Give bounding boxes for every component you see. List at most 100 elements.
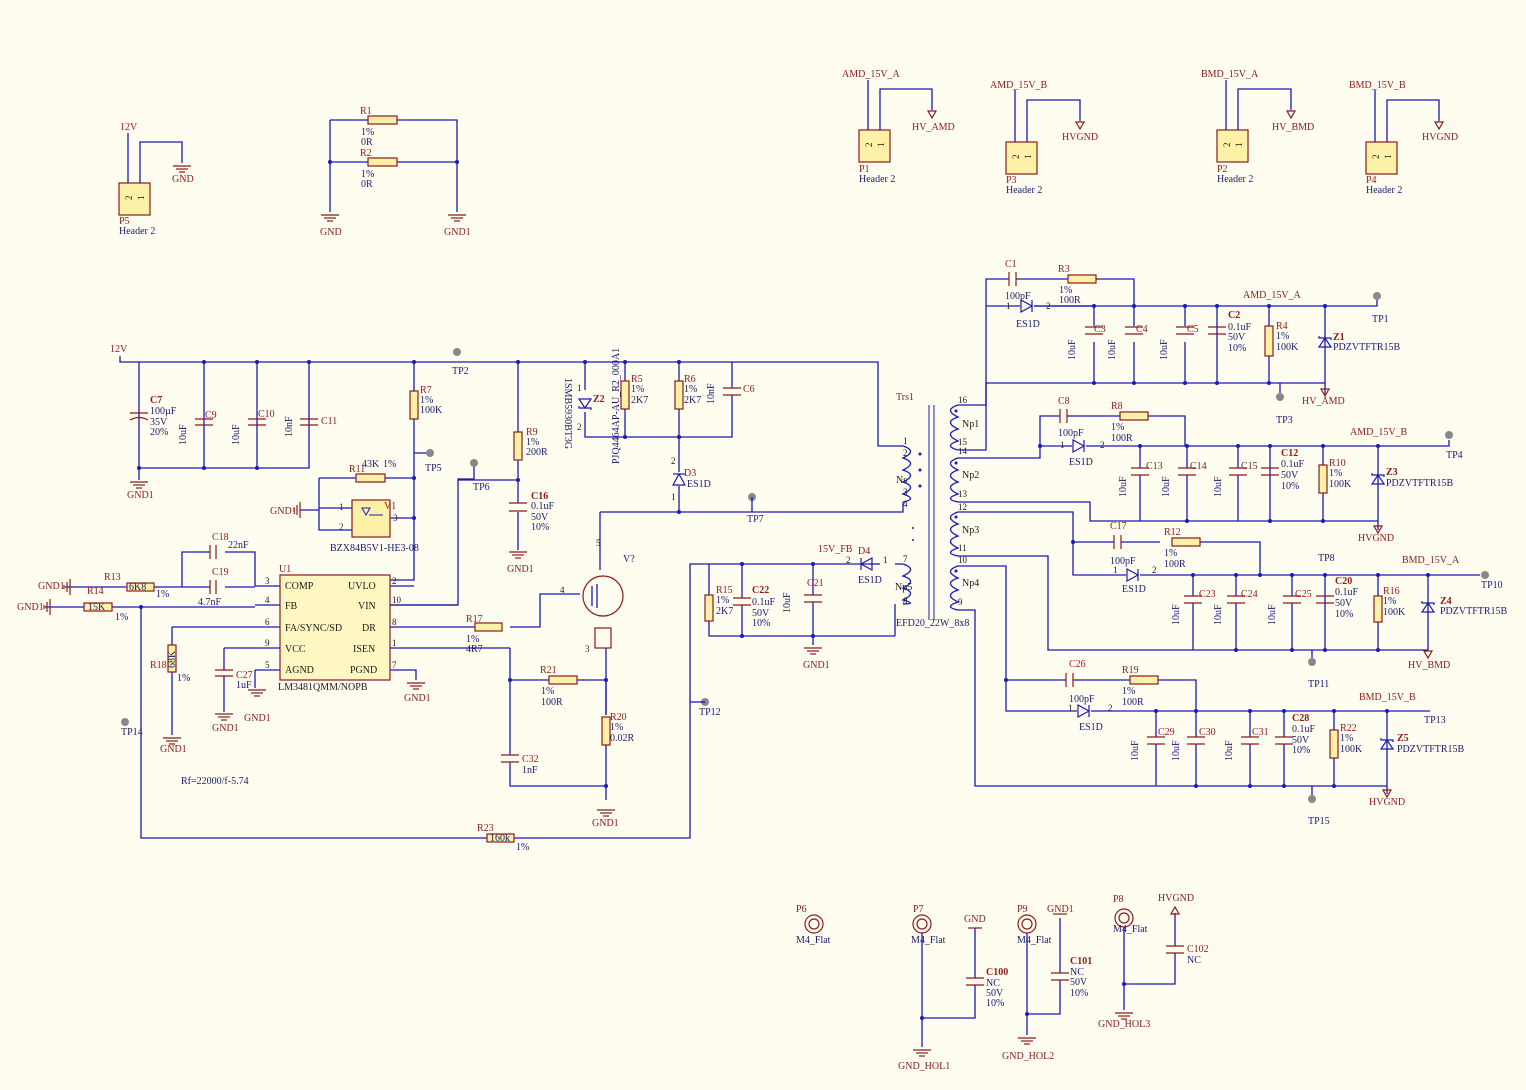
net-gnd1: GND1 xyxy=(803,660,830,671)
r10-tol: 1% xyxy=(1329,468,1342,479)
r11-tol: 1% xyxy=(383,459,396,470)
svg-text:1: 1 xyxy=(1383,155,1393,160)
trs1-part: EFD20_22W_8x8 xyxy=(896,618,969,629)
c102-ref: C102 xyxy=(1187,944,1209,955)
p7-ref: P7 xyxy=(913,904,924,915)
r6-tol: 1% xyxy=(684,384,697,395)
header-ref: P2 xyxy=(1217,164,1228,175)
header-p2: 2 1 xyxy=(1216,80,1296,163)
u1-part: LM3481QMM/NOPB xyxy=(278,682,368,693)
design-note: Rf=22000/f-5.74 xyxy=(181,776,249,787)
pin-num: 3 xyxy=(265,576,270,586)
net-gnd1: GND1 xyxy=(1047,904,1074,915)
winding-np4: Np4 xyxy=(962,578,979,589)
c7-volt: 35V xyxy=(150,417,168,428)
svg-text:1: 1 xyxy=(136,196,146,201)
pin-num: 7 xyxy=(392,660,397,670)
svg-text:1: 1 xyxy=(577,383,582,393)
c5-val: 10uF xyxy=(1159,339,1170,360)
svg-text:2: 2 xyxy=(903,448,908,458)
net-gnd1: GND1 xyxy=(592,818,619,829)
d-val: ES1D xyxy=(1069,457,1093,468)
svg-text:10: 10 xyxy=(958,555,968,565)
pin-fb: FB xyxy=(285,601,298,612)
net-gnd1: GND1 xyxy=(17,602,44,613)
net-gnd1: GND1 xyxy=(127,490,154,501)
c7-ref: C7 xyxy=(150,395,162,406)
r3-ref: R3 xyxy=(1058,264,1070,275)
z3-val: PDZVTFTR15B xyxy=(1386,478,1454,489)
c4-ref: C4 xyxy=(1136,324,1148,335)
r16-tol: 1% xyxy=(1383,596,1396,607)
tp3-label: TP3 xyxy=(1276,415,1293,426)
c28-val: 0.1uF xyxy=(1292,724,1316,735)
c17-ref: C17 xyxy=(1110,521,1127,532)
c26-val: 100pF xyxy=(1069,694,1095,705)
tp6-label: TP6 xyxy=(473,482,490,493)
text-layer: 12V GND GND GND1 AMD_15V_A HV_AMD AMD_15… xyxy=(17,69,1508,1072)
svg-text:3: 3 xyxy=(393,513,398,523)
pin-num: 9 xyxy=(265,638,270,648)
mount-value: M4_Flat xyxy=(1113,924,1148,935)
tp10-label: TP10 xyxy=(1481,580,1503,591)
header-value: Header 2 xyxy=(1217,174,1253,185)
z4-ref: Z4 xyxy=(1440,596,1452,607)
c31-val: 10uF xyxy=(1224,740,1235,761)
svg-text:2: 2 xyxy=(339,522,344,532)
c22-tol: 10% xyxy=(752,618,770,629)
z5-val: PDZVTFTR15B xyxy=(1397,744,1465,755)
r3-val: 100R xyxy=(1059,295,1081,306)
c12-ref: C12 xyxy=(1281,448,1298,459)
c32-val: 1nF xyxy=(522,765,538,776)
net-hv-bmd: HV_BMD xyxy=(1408,660,1450,671)
r23-val: 160k xyxy=(490,833,510,844)
pin-pgnd: PGND xyxy=(350,665,377,676)
c10-val: 10uF xyxy=(231,424,242,445)
svg-text:13: 13 xyxy=(958,489,968,499)
u1-ref: U1 xyxy=(279,564,291,575)
c28-tol: 10% xyxy=(1292,745,1310,756)
c16-tol: 10% xyxy=(531,522,549,533)
c100-val: NC xyxy=(986,978,1000,989)
svg-text:12: 12 xyxy=(958,502,967,512)
r1-ref: R1 xyxy=(360,106,372,117)
net-gnd1: GND1 xyxy=(270,506,297,517)
pin-num: 10 xyxy=(392,595,402,605)
header-p4: 2 1 xyxy=(1365,90,1444,175)
r12-val: 100R xyxy=(1164,559,1186,570)
net-bmd15b: BMD_15V_B xyxy=(1359,692,1416,703)
current-sense xyxy=(474,622,616,817)
r21-tol: 1% xyxy=(541,686,554,697)
c20-volt: 50V xyxy=(1335,598,1353,609)
svg-text:2: 2 xyxy=(577,422,582,432)
svg-text:1: 1 xyxy=(1023,155,1033,160)
tp1-label: TP1 xyxy=(1372,314,1389,325)
tp11-label: TP11 xyxy=(1308,679,1329,690)
c14-val: 10uF xyxy=(1161,476,1172,497)
svg-text:7: 7 xyxy=(903,554,908,564)
r8-val: 100R xyxy=(1111,433,1133,444)
net-15v-fb: 15V_FB xyxy=(818,544,853,555)
c100-volt: 50V xyxy=(986,988,1004,999)
header-p5: 2 1 xyxy=(118,133,192,216)
svg-text:2: 2 xyxy=(671,456,676,466)
net-hv-amd: HV_AMD xyxy=(912,122,955,133)
c15-val: 10uF xyxy=(1213,476,1224,497)
c3-val: 10uF xyxy=(1067,339,1078,360)
c21-val: 10uF xyxy=(782,592,793,613)
r14-tol: 1% xyxy=(115,612,128,623)
net-12v: 12V xyxy=(110,344,128,355)
c13-ref: C13 xyxy=(1146,461,1163,472)
r2-val: 0R xyxy=(361,179,373,190)
r8-tol: 1% xyxy=(1111,422,1124,433)
mounting-holes xyxy=(804,906,1184,1057)
tp13-label: TP13 xyxy=(1424,715,1446,726)
mosfet xyxy=(510,512,624,800)
c29-val: 10uF xyxy=(1130,740,1141,761)
r21-ref: R21 xyxy=(540,665,557,676)
trs1-ref: Trs1 xyxy=(896,392,914,403)
d-val: ES1D xyxy=(1122,584,1146,595)
r18-tol: 1% xyxy=(177,673,190,684)
pin-num: 1 xyxy=(392,638,397,648)
c24-ref: C24 xyxy=(1241,589,1258,600)
